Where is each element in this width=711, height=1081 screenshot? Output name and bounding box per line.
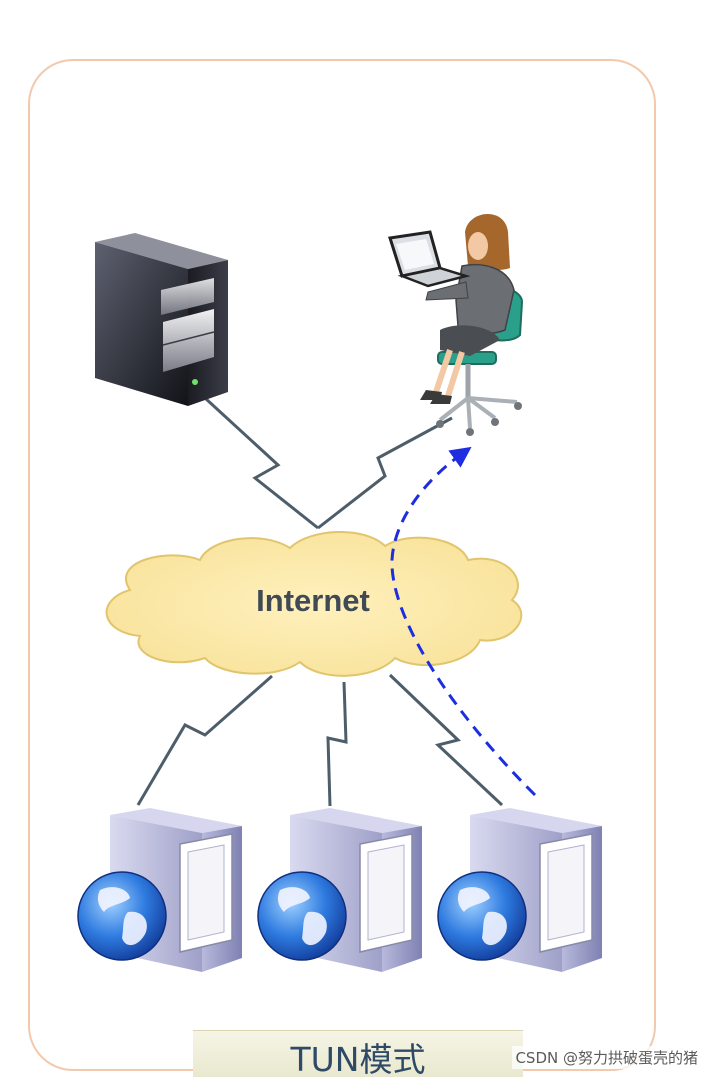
director-server-icon [95, 233, 228, 406]
user-at-laptop-icon [388, 213, 524, 436]
real-server-globe-icon [437, 808, 602, 972]
real-server-2 [257, 808, 422, 972]
real-server-1 [77, 808, 242, 972]
real-server-3 [437, 808, 602, 972]
tunnel-response-path [390, 446, 537, 797]
network-links [136, 396, 504, 807]
link-internet-to-real-server-1 [136, 674, 273, 806]
csdn-watermark: CSDN @努力拱破蛋壳的猪 [512, 1046, 701, 1069]
internet-cloud: Internet [105, 530, 523, 677]
real-server-globe-icon [77, 808, 242, 972]
link-internet-to-real-server-2 [326, 681, 348, 807]
link-client-to-internet [317, 416, 453, 530]
mode-caption: TUN模式 [290, 1040, 426, 1079]
mode-caption-box: TUN模式 [193, 1030, 523, 1079]
real-server-globe-icon [257, 808, 422, 972]
internet-label: Internet [256, 583, 370, 618]
link-internet-to-real-server-3 [388, 673, 504, 807]
link-director-to-internet [203, 396, 319, 530]
